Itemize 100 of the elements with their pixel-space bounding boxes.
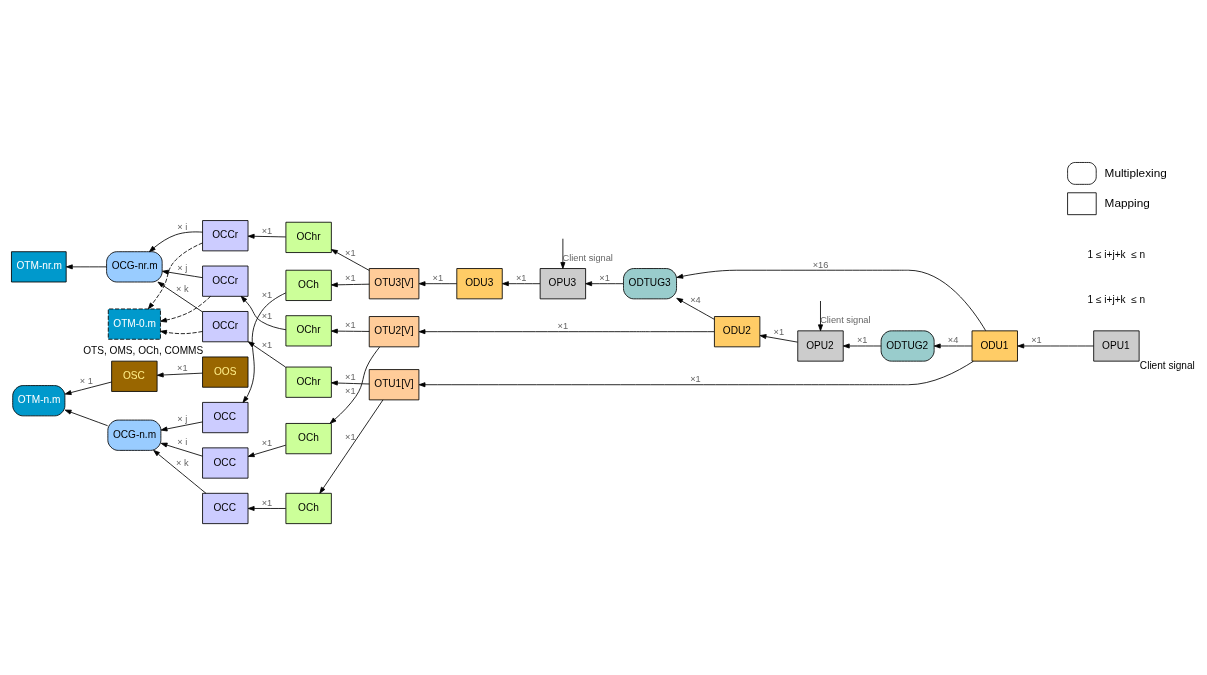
node-box: OCh: [285, 269, 332, 301]
arrow: [331, 380, 370, 386]
arrow: [162, 269, 203, 278]
node-box: OPU1: [1093, 329, 1140, 362]
arrow: [160, 442, 203, 457]
node-label: OTS, OMS, OCh, COMMS: [83, 344, 204, 356]
edge-label: ×1: [261, 289, 273, 300]
arrow: [64, 409, 109, 426]
node-box: OCC: [202, 446, 249, 479]
arrow: [64, 381, 112, 395]
edge-label: ×4: [690, 294, 701, 305]
arrow: [418, 280, 458, 286]
arrow: [160, 421, 203, 431]
arrow: [331, 328, 370, 334]
edge-label: × i: [177, 221, 188, 232]
node-box: OChr: [285, 314, 332, 346]
node-box: ODTUG2: [880, 329, 935, 362]
arrow: [1017, 343, 1094, 348]
node-box: OTU2[V]: [368, 315, 420, 347]
edge-label: ×1: [261, 497, 273, 508]
node-box: OCC: [202, 401, 249, 433]
edge-label: ×1: [515, 272, 527, 283]
arrow: [240, 295, 287, 330]
edge-label: ×1: [345, 247, 356, 258]
node-box: OSC: [111, 360, 158, 392]
edge-label: ×1: [345, 431, 356, 442]
arrow: [160, 295, 211, 323]
node-box: OCCr: [202, 265, 249, 297]
node-box: OTM-nr.m: [11, 250, 67, 282]
edge-label: Client signal: [562, 252, 613, 263]
edge-label: × i: [177, 436, 188, 447]
arrow: [933, 343, 973, 348]
arrow: [247, 340, 287, 368]
arrow: [331, 248, 370, 271]
arrow: [818, 300, 823, 331]
node-box: OCh: [285, 422, 332, 454]
node-box: OTU1[V]: [368, 368, 420, 400]
node-box: OCCr: [202, 310, 249, 342]
node-label: Client signal: [1139, 359, 1195, 371]
node-box: OTU3[V]: [368, 267, 420, 299]
edge-label: ×1: [345, 385, 356, 396]
edge-label: ×1: [345, 272, 356, 283]
edge-label: ×1: [261, 437, 273, 448]
edge-label: × k: [176, 283, 189, 294]
edge-label: ×1: [557, 320, 569, 331]
edge-label: ×4: [947, 334, 959, 345]
node-box: ODU1: [971, 329, 1018, 362]
edge-label: × 1: [79, 375, 93, 386]
arrow: [66, 263, 107, 269]
node-box: OOS: [202, 356, 249, 388]
arrow: [585, 280, 624, 286]
edge-label: ×1: [773, 326, 785, 337]
edge-label: ×1: [599, 272, 610, 283]
arrow: [759, 333, 798, 343]
arrow: [247, 233, 287, 239]
arrow: [156, 372, 203, 377]
edge-label: ×1: [345, 319, 356, 330]
edge-label: ×1: [856, 334, 868, 345]
node-box: OCh: [285, 492, 332, 524]
legend-label: Multiplexing: [1104, 165, 1167, 179]
node-box: ODU3: [456, 267, 503, 299]
edge-label: ×1: [432, 272, 444, 283]
arrow: [418, 328, 715, 334]
edge-label: × j: [177, 262, 188, 273]
arrow: [247, 444, 287, 457]
node-box: OPU2: [797, 329, 844, 362]
arrow: [157, 281, 203, 312]
node-box: OChr: [285, 221, 332, 253]
arrow: [153, 449, 207, 494]
node-box: OPU3: [539, 267, 587, 299]
arrow: [160, 329, 203, 335]
arrow: [842, 343, 882, 348]
edge-label: ×1: [345, 371, 356, 382]
node-box: OCG-nr.m: [106, 250, 163, 282]
label: 1 ≤ i+j+k ≤ n: [1087, 248, 1146, 260]
arrow: [319, 398, 384, 494]
label: 1 ≤ i+j+k ≤ n: [1087, 293, 1146, 305]
arrow: [242, 292, 287, 403]
node-box: OCC: [202, 492, 249, 524]
edge-label: ×1: [177, 362, 188, 373]
node-box: OTM-n.m: [12, 384, 66, 416]
arrow: [329, 346, 381, 424]
arrow: [331, 281, 370, 287]
node-box: OChr: [285, 366, 332, 398]
arrow: [560, 237, 566, 269]
edge-label: × k: [176, 457, 189, 468]
arrow: [247, 505, 287, 511]
edge-label: ×1: [261, 225, 273, 236]
edge-label: × j: [177, 413, 188, 424]
node-box: ODU2: [714, 315, 761, 347]
node-box: OTM-0.m: [107, 308, 161, 340]
edge-label: ×1: [261, 339, 273, 350]
arrow: [502, 280, 541, 286]
arrow: [676, 269, 987, 331]
legend-label: Mapping: [1104, 195, 1150, 209]
node-box: OCG-n.m: [107, 419, 162, 451]
arrow: [149, 231, 203, 252]
node-box: ODTUG3: [623, 267, 677, 299]
arrow: [147, 242, 203, 309]
edge-label: ×1: [1031, 334, 1042, 345]
